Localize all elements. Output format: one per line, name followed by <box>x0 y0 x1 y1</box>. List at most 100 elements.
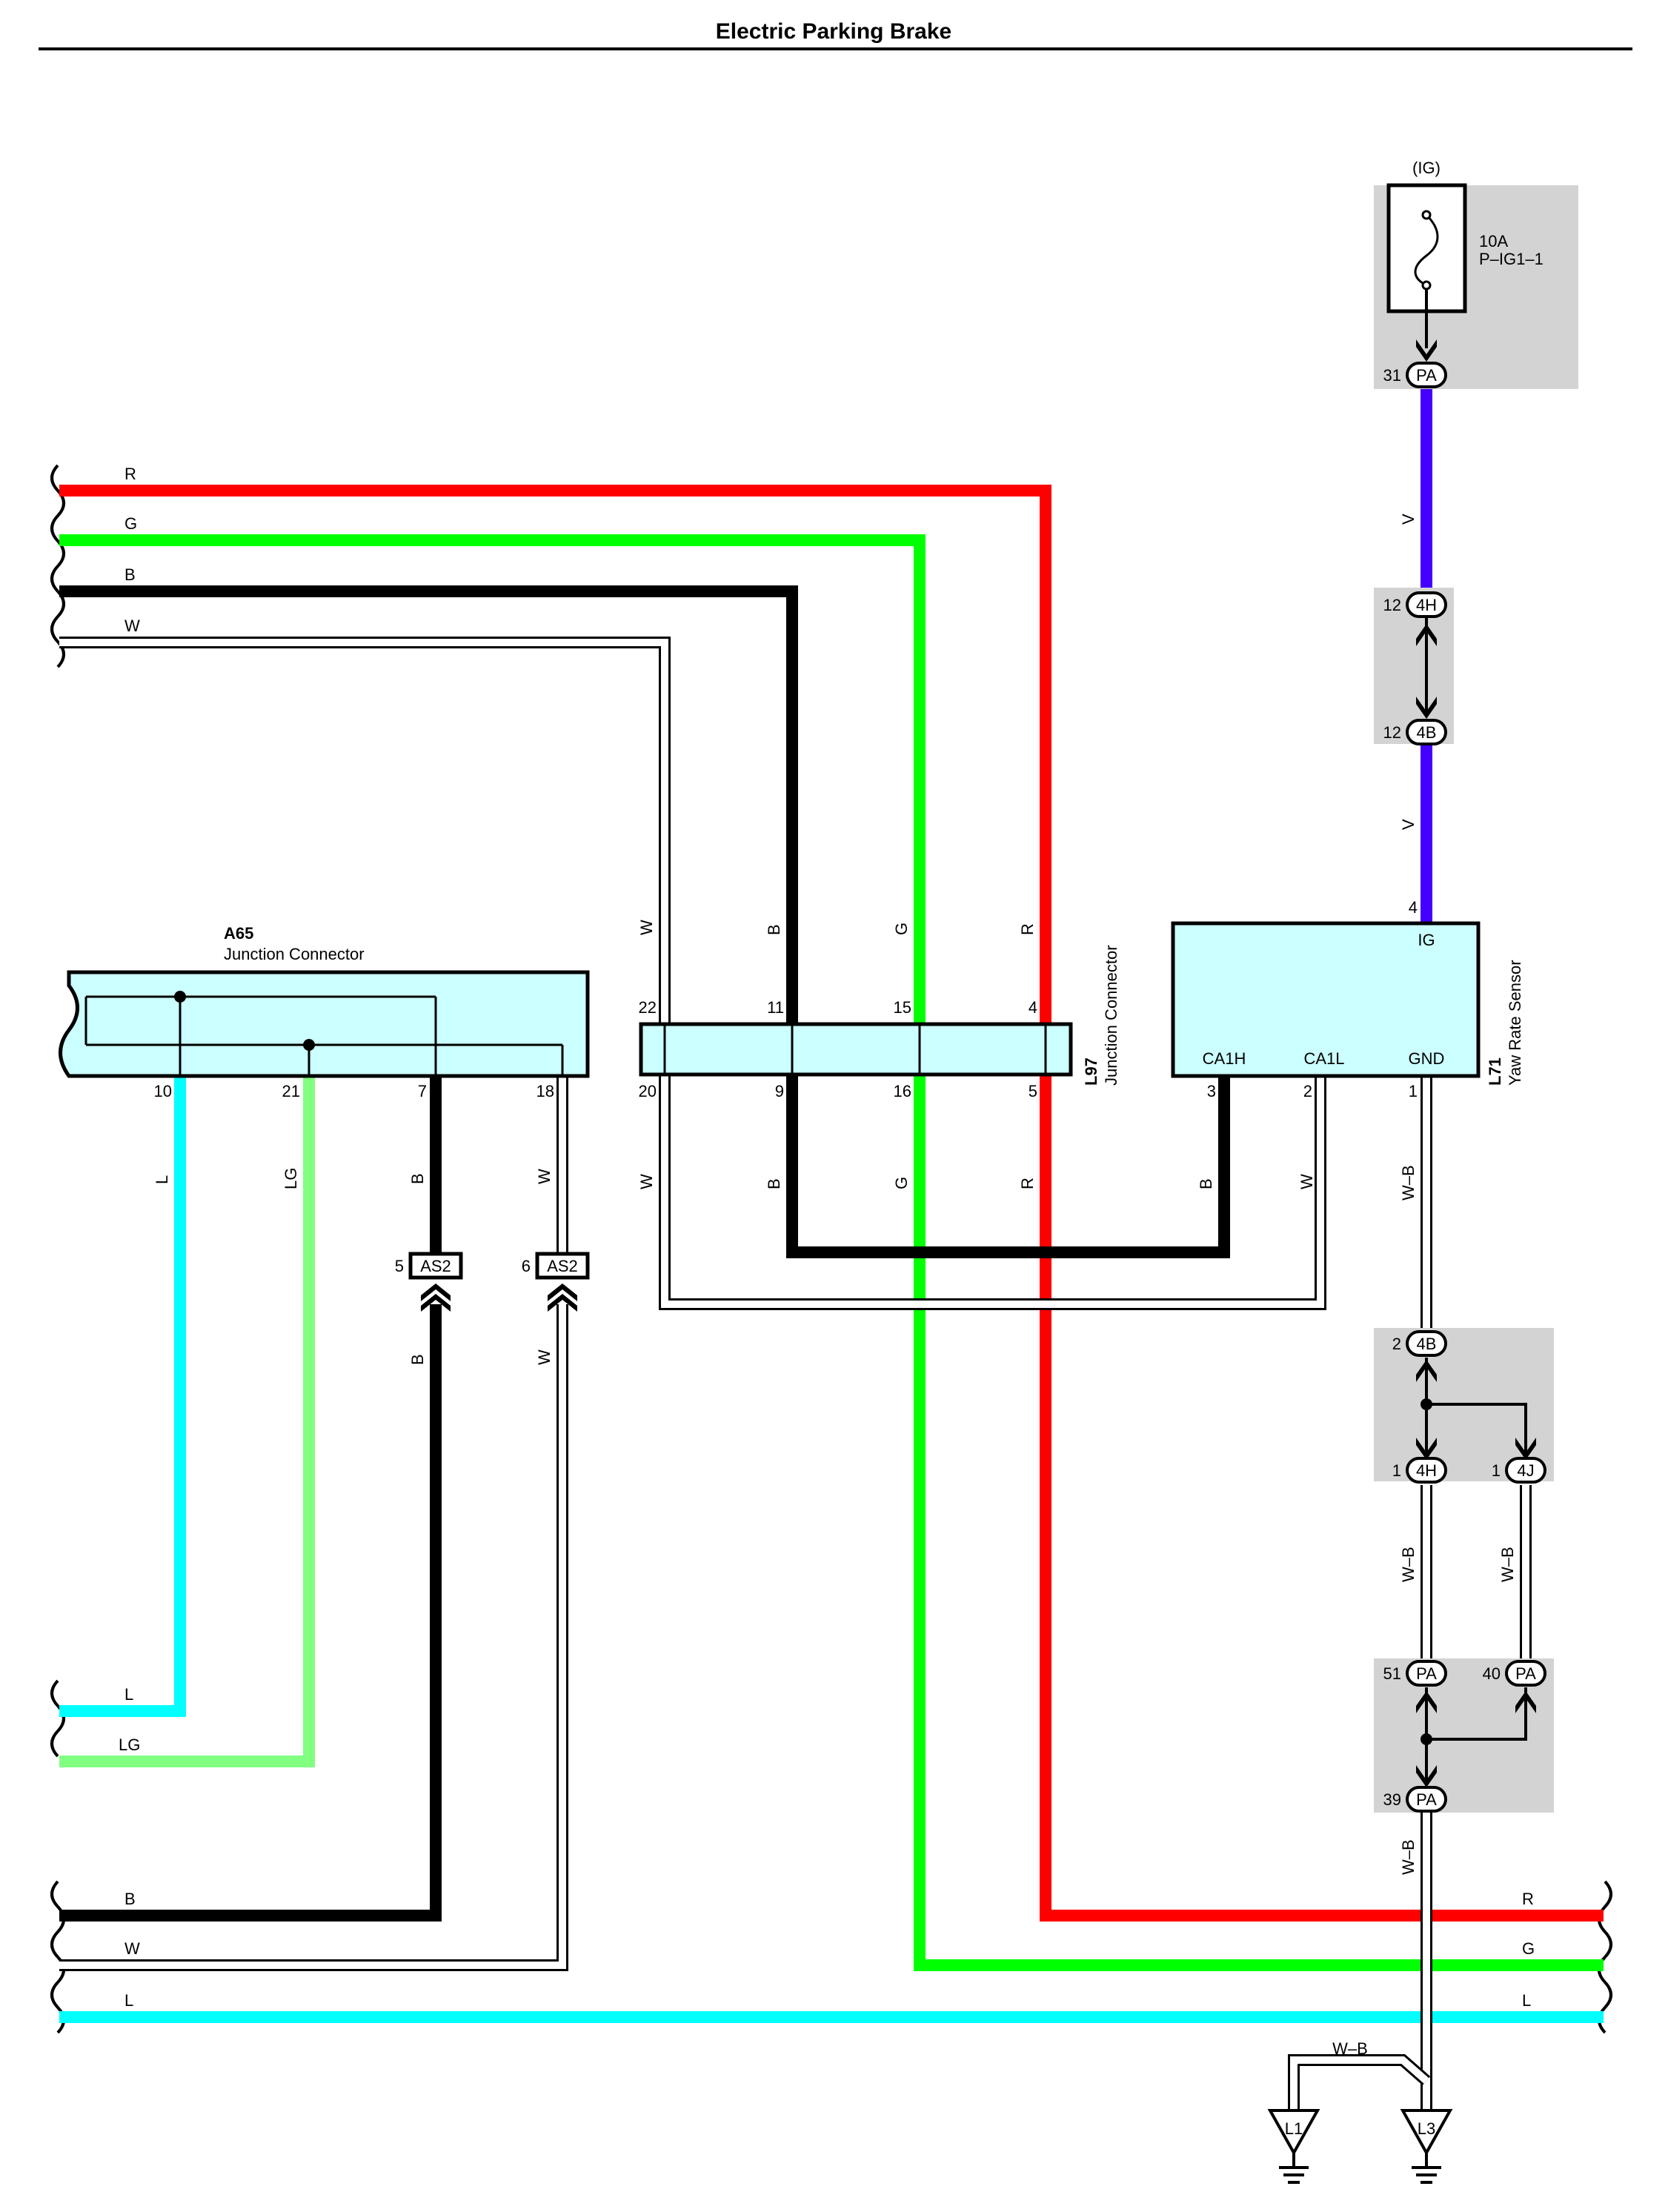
arrow-down-4h1 <box>1416 1438 1437 1460</box>
l97-name: Junction Connector <box>1102 945 1120 1086</box>
wire-labels: R G B W W B G R W B G R B W W–B V V L LG… <box>119 465 1535 2058</box>
l71-terminal-gnd: GND <box>1409 1049 1445 1068</box>
pill-pa40-label: PA <box>1515 1664 1536 1683</box>
wire-w-as2-out <box>59 1304 566 1969</box>
pill-4b12-body <box>1406 719 1447 745</box>
wire-b-top <box>59 585 798 1023</box>
l97-pin-4: 4 <box>1029 998 1037 1017</box>
splice-line-to-4j <box>1426 1403 1527 1456</box>
label-w-l71: W <box>1297 1174 1316 1189</box>
pill-4j1-body <box>1505 1457 1546 1484</box>
pin-4b12: 12 <box>1383 723 1401 742</box>
label-b-left-bottom: B <box>124 1890 136 1908</box>
pill-4b2-label: 4B <box>1417 1335 1437 1353</box>
pill-4h1-body <box>1406 1457 1447 1484</box>
pill-pa31-body <box>1406 362 1447 388</box>
break-mark-bottom-left <box>50 1880 65 2034</box>
label-r-left: R <box>124 465 136 483</box>
label-l-a65: L <box>153 1175 171 1184</box>
label-l-left-bottom: L <box>124 1991 133 2010</box>
label-lg-a65: LG <box>282 1168 300 1189</box>
ground-l1: L1 <box>1267 2109 1320 2184</box>
l71-name: Yaw Rate Sensor <box>1506 960 1524 1086</box>
label-r-l97-bottom: R <box>1018 1178 1037 1189</box>
pill-4h1-label: 4H <box>1416 1461 1437 1480</box>
l71-pin-4: 4 <box>1409 898 1418 917</box>
l71-pin-1: 1 <box>1409 1082 1418 1100</box>
splice-dot-4b <box>1421 1398 1432 1410</box>
l97-pin-22: 22 <box>639 998 657 1017</box>
arrow-heads <box>1416 339 1536 1787</box>
fuse-rating: 10A <box>1479 232 1508 250</box>
as2-6-body <box>535 1252 590 1280</box>
pill-4b2: 4B 2 <box>1392 1330 1447 1357</box>
as2-pin5: AS2 5 <box>395 1252 463 1312</box>
label-w-left: W <box>124 617 140 635</box>
label-w-l97-top: W <box>637 920 656 935</box>
arrow-down-pa31 <box>1416 339 1437 362</box>
break-mark-mid-left <box>50 1679 65 1758</box>
pin-4h1: 1 <box>1392 1461 1401 1480</box>
pill-4h12-body <box>1406 591 1447 618</box>
l97-pin-11: 11 <box>767 998 784 1017</box>
as2-5-pin: 5 <box>395 1257 404 1275</box>
l97-pin-5: 5 <box>1029 1082 1037 1100</box>
l71-pin-2: 2 <box>1303 1082 1312 1100</box>
as2-pin6: AS2 6 <box>522 1252 590 1312</box>
label-wb-4j: W–B <box>1498 1547 1517 1582</box>
wire-w-top-outline <box>59 637 671 1023</box>
l97-pin-20: 20 <box>639 1082 657 1100</box>
l71-pin-3: 3 <box>1207 1082 1216 1100</box>
pill-4h12: 4H 12 <box>1383 591 1447 618</box>
l71-terminal-ca1h: CA1H <box>1203 1049 1246 1068</box>
pill-pa39-body <box>1406 1786 1447 1813</box>
l97-pin-16: 16 <box>894 1082 911 1100</box>
arrow-up-pa51 <box>1416 1691 1437 1713</box>
break-mark-top-left <box>50 464 65 668</box>
ground-l3-icon <box>1412 2153 1441 2184</box>
wire-l-a65 <box>59 1076 186 1717</box>
pill-pa31-label: PA <box>1416 366 1437 385</box>
ground-l3-label: L3 <box>1418 2119 1435 2138</box>
ground-l1-triangle <box>1267 2109 1320 2156</box>
label-wb-ground: W–B <box>1332 2039 1368 2058</box>
label-wb-pa39: W–B <box>1399 1839 1418 1875</box>
label-g-l97-top: G <box>892 923 911 935</box>
fuse-terminal-bottom <box>1421 280 1432 290</box>
arrow-down-4j1 <box>1515 1438 1536 1460</box>
pill-pa40: PA 40 <box>1483 1660 1546 1687</box>
pill-4h1: 4H 1 <box>1392 1457 1447 1484</box>
left-break-marks <box>50 464 65 2034</box>
wire-b-as2-out <box>59 1304 442 1922</box>
label-l-right: L <box>1522 1991 1531 2010</box>
a65-splice-dot-1 <box>174 991 186 1003</box>
as2-5-chevron-icon <box>421 1283 451 1312</box>
label-w-a65: W <box>535 1169 554 1184</box>
wire-w-top <box>59 639 668 1023</box>
label-b-l71: B <box>1197 1178 1215 1189</box>
pin-pa39: 39 <box>1383 1790 1401 1809</box>
pill-4b2-body <box>1406 1330 1447 1357</box>
label-v-bottom: V <box>1399 819 1418 830</box>
a65-body <box>59 970 590 1078</box>
as2-5-label: AS2 <box>420 1257 451 1275</box>
arrow-up-pa40 <box>1515 1691 1536 1713</box>
arrow-down-4b12 <box>1416 697 1437 719</box>
break-mark-bottom-right <box>1598 1880 1612 2034</box>
pin-pa40: 40 <box>1483 1664 1501 1683</box>
pin-pa31: 31 <box>1383 366 1401 385</box>
label-b-l97-bottom: B <box>765 1178 783 1189</box>
l97-junction-connector: 22 11 15 4 20 9 16 5 L97 Junction Connec… <box>639 945 1120 1100</box>
arrow-down-pa39 <box>1416 1765 1437 1787</box>
l97-dividers <box>663 1024 1047 1075</box>
pill-pa39-label: PA <box>1416 1790 1437 1809</box>
pill-4b12: 4B 12 <box>1383 719 1447 745</box>
fuse-element-icon <box>1414 213 1439 287</box>
fuse-name: P–IG1–1 <box>1479 250 1544 268</box>
pill-pa51-label: PA <box>1416 1664 1437 1683</box>
as2-5-body <box>408 1252 463 1280</box>
wire-w-l97-l71 <box>661 1076 1324 1308</box>
a65-code: A65 <box>224 924 253 943</box>
pin-pa51: 51 <box>1383 1664 1401 1683</box>
